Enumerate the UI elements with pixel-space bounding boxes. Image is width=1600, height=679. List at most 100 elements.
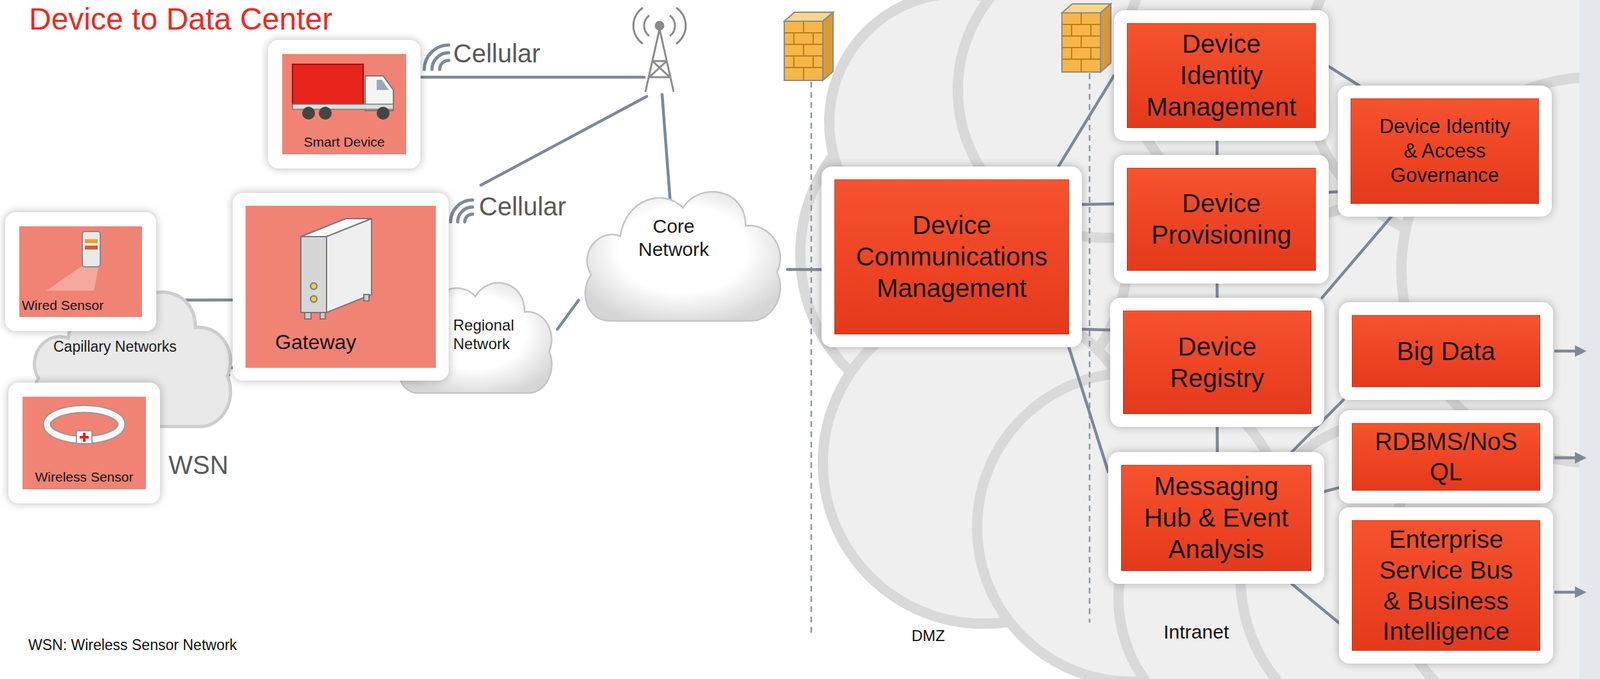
gateway-icon: [326, 218, 372, 313]
box-label: Device Identity Management: [1144, 28, 1299, 123]
gateway-icon: [310, 282, 317, 290]
cell-tower: [649, 61, 667, 78]
inner-panel: Device Registry: [1123, 310, 1312, 414]
outflow-arrow: [1574, 345, 1587, 357]
gateway-icon: [363, 294, 369, 301]
zone-label: Intranet: [1163, 620, 1230, 644]
outflow-arrow: [1554, 345, 1587, 598]
process-box: Device Provisioning: [1114, 154, 1329, 284]
process-box: Enterprise Service Bus & Business Intell…: [1339, 507, 1554, 664]
wristband-icon: [79, 435, 89, 439]
zone-divider: [1088, 73, 1091, 623]
radio-waves: [464, 214, 473, 222]
label-slot: Cellular: [478, 191, 567, 222]
label-slot: Intranet: [1163, 620, 1230, 644]
inner-panel: Device Identity Management: [1126, 23, 1316, 128]
connector: [1215, 140, 1219, 155]
connector: [1081, 329, 1111, 330]
box-label: Device Identity & Access Governance: [1375, 114, 1514, 188]
label-slot: DMZ: [911, 626, 945, 645]
truck-icon: [292, 64, 364, 105]
truck-icon: [376, 106, 390, 120]
wired-sensor-icon: [84, 245, 98, 250]
edge-bar: [1579, 0, 1600, 679]
wired-sensor-icon: [84, 239, 98, 243]
radio-waves: [439, 60, 449, 70]
cell-tower: [669, 15, 675, 36]
zone-divider: [810, 81, 813, 633]
box-label: Messaging Hub & Event Analysis: [1135, 470, 1297, 565]
title: Device to Data Center: [28, 1, 333, 37]
wristband-icon: [76, 430, 92, 444]
box-label: Enterprise Service Bus & Business Intell…: [1372, 523, 1521, 647]
footnote: WSN: Wireless Sensor Network: [28, 636, 238, 654]
box-label: Device Provisioning: [1144, 187, 1299, 251]
cell-tower: [644, 15, 650, 36]
cell-tower: [633, 7, 686, 92]
truck-icon: [318, 106, 332, 120]
wired-sensor-icon: [82, 231, 101, 267]
inner-panel: Messaging Hub & Event Analysis: [1121, 464, 1312, 571]
cellular-link: [662, 94, 671, 205]
cellular-link: [421, 77, 671, 205]
process-box: Device Identity Management: [1114, 10, 1329, 141]
truck-icon: [302, 106, 315, 120]
firewall-icon: [784, 12, 834, 81]
box-label: Wireless Sensor: [35, 468, 134, 486]
inner-panel: Device Communications Management: [834, 179, 1070, 335]
outflow-arrow: [1554, 349, 1577, 353]
inner-panel: Enterprise Service Bus & Business Intell…: [1351, 520, 1541, 651]
gateway-icon: [310, 295, 317, 303]
cell-tower: [655, 21, 664, 30]
connector: [1322, 216, 1392, 298]
radio-waves: [431, 52, 449, 70]
process-box: Messaging Hub & Event Analysis: [1108, 451, 1325, 584]
gateway-icon: [320, 312, 326, 319]
connector: [1324, 487, 1340, 492]
cloud-text-slot: Core Network: [625, 214, 722, 261]
outflow-arrow: [1574, 451, 1587, 464]
wired-sensor-icon: [46, 264, 99, 291]
link-label: Cellular: [478, 191, 567, 222]
cellular-link: [421, 75, 645, 80]
cloud-text-slot: Capillary Networks: [53, 338, 221, 357]
gateway-icon: [300, 236, 327, 313]
label-slot: Cellular: [453, 38, 541, 69]
network-cloud: Core Network: [578, 176, 788, 332]
network-label: WSN: [168, 449, 229, 480]
connector: [1215, 283, 1219, 298]
process-box: Big Data: [1339, 302, 1554, 400]
label-slot: WSN: [168, 449, 229, 480]
connector: [1328, 190, 1338, 194]
inner-panel: Big Data: [1351, 314, 1541, 387]
label-slot: Device to Data Center: [28, 1, 333, 37]
box-label: Wired Sensor: [21, 296, 104, 314]
connector: [1081, 203, 1115, 205]
box-label: Big Data: [1396, 335, 1496, 368]
box-label: Device Registry: [1140, 331, 1295, 395]
outflow-arrow: [1554, 590, 1577, 594]
wristband-icon: [46, 408, 122, 444]
inner-panel: Device Identity & Access Governance: [1350, 98, 1539, 204]
zone-label: DMZ: [911, 626, 945, 645]
truck-icon: [292, 64, 394, 120]
box-label: Device Communications Management: [845, 209, 1059, 304]
zone-divider: [811, 73, 1090, 633]
process-box: RDBMS/NoS QL: [1339, 410, 1554, 504]
link-label: Cellular: [453, 38, 541, 69]
outflow-arrow: [1574, 586, 1587, 598]
cell-tower: [676, 7, 686, 44]
cell-tower: [633, 7, 643, 44]
firewall-icon: [1061, 3, 1111, 72]
connector: [1058, 75, 1115, 168]
cellular-link: [480, 96, 647, 186]
box-label: RDBMS/NoS QL: [1366, 426, 1527, 487]
radio-waves: [424, 44, 449, 70]
cloud-text-slot: Regional Network: [453, 316, 524, 354]
gateway-icon: [300, 218, 372, 319]
inner-panel: RDBMS/NoS QL: [1351, 422, 1541, 491]
process-box: Device Registry: [1110, 297, 1325, 427]
cloud-label: Core Network: [625, 214, 722, 261]
radio-waves: [457, 206, 473, 222]
